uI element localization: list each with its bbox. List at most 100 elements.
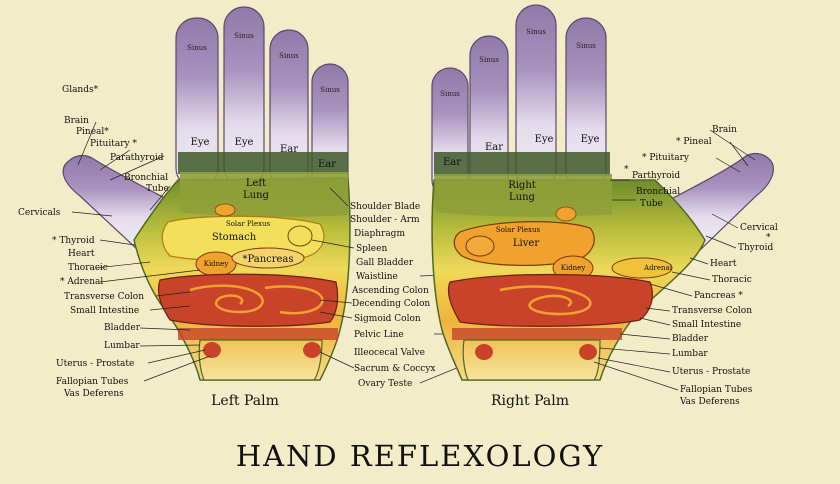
label-sigmoid-colon: Sigmoid Colon: [354, 314, 421, 324]
label-thyroid-right: Thyroid: [738, 243, 773, 253]
left-spleen-spot: [287, 225, 313, 247]
label-heart-right: Heart: [710, 259, 737, 269]
left-sinus-3: Sinus: [279, 52, 299, 60]
left-lung-label-2: Lung: [243, 190, 270, 201]
label-waistline: Waistline: [356, 272, 398, 282]
left-hand: Sinus Sinus Sinus Sinus Eye Eye Ear Ear …: [62, 6, 351, 409]
left-pelvic-band: [178, 328, 338, 340]
label-illeocecal-valve: Illeocecal Valve: [354, 348, 425, 358]
label-parthyroid-right: Parthyroid: [632, 171, 680, 181]
label-pelvic-line: Pelvic Line: [354, 330, 404, 340]
label-small-intestine-left: Small Intestine: [70, 306, 139, 316]
right-intestine-coils: [499, 285, 592, 316]
label-tube-left: Tube: [146, 184, 169, 194]
right-wrist: [462, 339, 601, 381]
label-thoracic-right: Thoracic: [712, 275, 752, 285]
label-lumbar-left: Lumbar: [104, 341, 140, 351]
label-transverse-colon-left: Transverse Colon: [64, 292, 144, 302]
label-bronchial-right: Bronchial: [636, 187, 680, 197]
label-transverse-colon-right: Transverse Colon: [672, 306, 752, 316]
left-intestine-coils: [189, 284, 264, 314]
left-ovary-spot: [203, 342, 221, 358]
left-solar-plexus-label: Solar Plexus: [226, 220, 271, 228]
label-cervical-right: Cervical: [740, 223, 778, 233]
right-lung-label-2: Lung: [509, 192, 536, 203]
label-star-right: *: [624, 165, 629, 175]
left-pancreas-zone: [231, 247, 305, 269]
page-title: HAND REFLEXOLOGY: [236, 439, 604, 473]
left-solar-plexus-spot: [214, 203, 236, 217]
label-cervicals-left: Cervicals: [18, 208, 61, 218]
left-outer-labels: Glands* Brain Pineal* Pituitary * Parath…: [18, 85, 169, 399]
right-lung-zone: [434, 174, 612, 217]
label-thyroid-left: * Thyroid: [52, 236, 95, 246]
left-pancreas-label: *Pancreas: [242, 254, 293, 265]
label-heart-left: Heart: [68, 249, 95, 259]
label-lumbar-right: Lumbar: [672, 349, 708, 359]
left-sinus-1: Sinus: [187, 44, 207, 52]
label-ascending-colon: Ascending Colon: [351, 286, 429, 296]
right-gall-spot: [465, 235, 495, 257]
label-spleen: Spleen: [356, 244, 387, 254]
right-sinus-2: Sinus: [479, 56, 499, 64]
right-sinus-4: Sinus: [576, 42, 596, 50]
label-vas-deferens-right: Vas Deferens: [679, 397, 740, 407]
label-small-intestine-right: Small Intestine: [672, 320, 741, 330]
right-adrenal-zone: [611, 257, 673, 279]
label-pituitary-right: * Pituitary: [642, 153, 690, 163]
label-uterus-prostate-right: Uterus - Prostate: [672, 367, 750, 377]
right-palm-caption: Right Palm: [491, 393, 569, 409]
right-fingertip-labels: Sinus Sinus Sinus Sinus Eye Eye Ear Ear: [440, 28, 599, 168]
right-ear-1: Ear: [485, 142, 503, 153]
label-diaphragm: Diaphragm: [354, 229, 405, 239]
label-vas-deferens-left: Vas Deferens: [63, 389, 124, 399]
right-organ-labels: Right Lung Solar Plexus Liver Kidney Adr…: [496, 180, 673, 272]
right-sacrum-spot: [579, 344, 597, 360]
label-pineal-left: Pineal*: [76, 127, 109, 137]
left-kidney-label: Kidney: [204, 260, 229, 268]
left-ear-1: Ear: [280, 144, 298, 155]
left-leader-lines: [71, 121, 211, 382]
label-shoulder-blade: Shoulder Blade: [350, 202, 420, 212]
label-thoracic-left: Thoracic: [68, 263, 108, 273]
label-decending-colon: Decending Colon: [352, 299, 430, 309]
right-hand: Sinus Sinus Sinus Sinus Eye Eye Ear Ear …: [431, 4, 774, 409]
label-tube-right: Tube: [640, 199, 663, 209]
center-labels: Shoulder Blade Shoulder - Arm Diaphragm …: [350, 202, 435, 389]
right-pelvic-band: [452, 328, 622, 340]
label-fallopian-right: Fallopian Tubes: [680, 385, 753, 395]
right-intestine-zone: [447, 273, 653, 327]
label-brain-left: Brain: [64, 116, 89, 126]
label-uterus-prostate-left: Uterus - Prostate: [56, 359, 134, 369]
label-glands: Glands*: [62, 85, 99, 95]
right-liver-label: Liver: [513, 238, 539, 249]
left-lung-label-1: Left: [246, 178, 266, 189]
label-brain-right: Brain: [712, 125, 737, 135]
right-solar-plexus-spot: [555, 206, 577, 222]
label-bladder-right: Bladder: [672, 334, 709, 344]
left-eye-1: Eye: [191, 137, 210, 148]
right-lung-label-1: Right: [508, 180, 536, 191]
right-outer-labels: Brain * Pineal * Pituitary Parthyroid Br…: [624, 125, 778, 407]
left-sinus-2: Sinus: [234, 32, 254, 40]
left-intestine-zone: [157, 273, 339, 327]
right-kidney-label: Kidney: [561, 264, 586, 272]
label-pineal-right: * Pineal: [676, 137, 712, 147]
left-fingertip-labels: Sinus Sinus Sinus Sinus Eye Eye Ear Ear: [187, 32, 340, 170]
right-leader-lines: [593, 129, 756, 391]
label-adrenal-left: * Adrenal: [60, 277, 103, 287]
left-sinus-4: Sinus: [320, 86, 340, 94]
label-bladder-left: Bladder: [104, 323, 141, 333]
right-adrenal-label: Adrenal: [643, 264, 673, 272]
right-solar-plexus-label: Solar Plexus: [496, 226, 541, 234]
label-bronchial-left: Bronchial: [124, 173, 168, 183]
right-ear-2: Ear: [443, 157, 461, 168]
right-knuckle-band: [434, 152, 610, 176]
left-ear-2: Ear: [318, 159, 336, 170]
left-wrist: [198, 339, 323, 381]
left-colon-loop: [264, 285, 324, 315]
left-sacrum-spot: [303, 342, 321, 358]
left-palm-caption: Left Palm: [211, 393, 279, 409]
right-ovary-spot: [475, 344, 493, 360]
